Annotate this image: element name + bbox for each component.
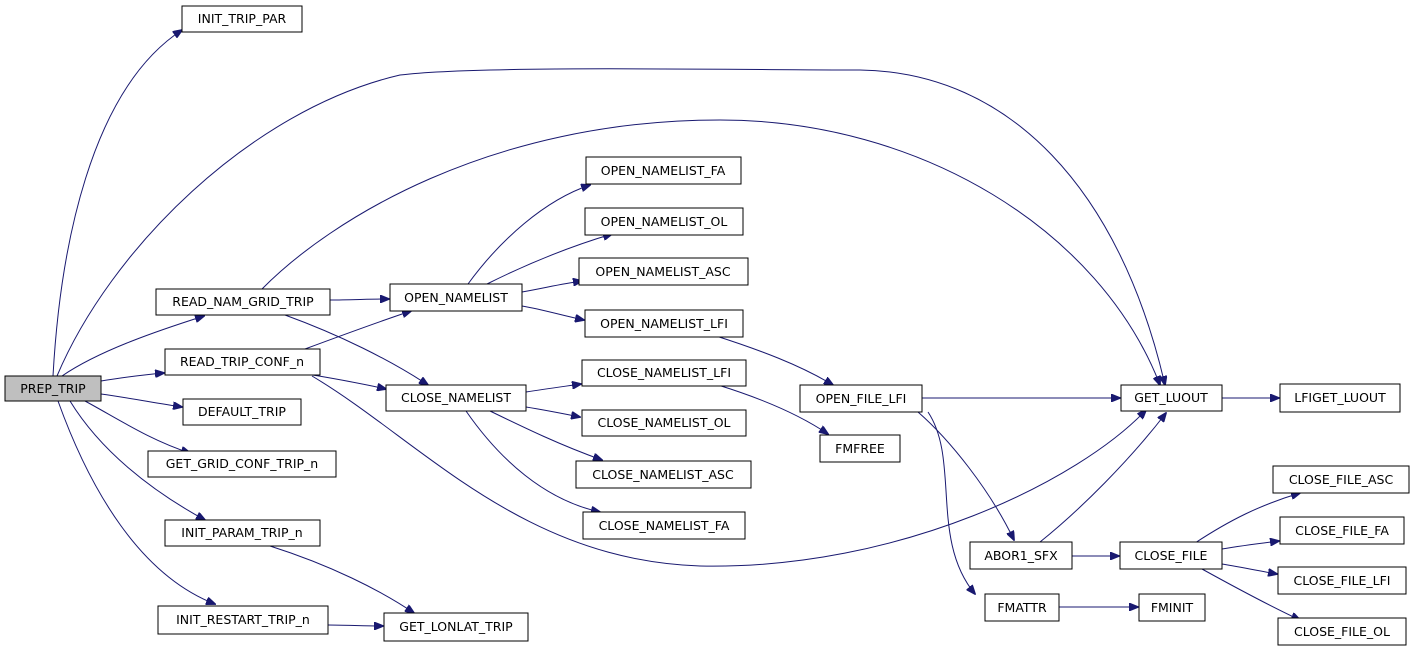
edge-read_trip_conf_n-to-close_namelist [306, 373, 386, 389]
node-label: FMFREE [835, 441, 885, 456]
node-label: OPEN_NAMELIST_FA [601, 163, 726, 178]
node-init_restart_trip_n[interactable]: INIT_RESTART_TRIP_n [157, 605, 329, 635]
node-open_file_lfi[interactable]: OPEN_FILE_LFI [799, 384, 923, 413]
node-label: CLOSE_NAMELIST_OL [597, 415, 730, 430]
edge-open_file_lfi-to-fmattr [927, 411, 975, 594]
node-default_trip[interactable]: DEFAULT_TRIP [182, 398, 302, 426]
node-label: PREP_TRIP [20, 381, 86, 396]
node-init_param_trip_n[interactable]: INIT_PARAM_TRIP_n [164, 519, 321, 547]
node-close_file_asc[interactable]: CLOSE_FILE_ASC [1272, 465, 1410, 494]
node-open_namelist_ol[interactable]: OPEN_NAMELIST_OL [584, 207, 744, 236]
node-label: CLOSE_NAMELIST_FA [599, 518, 730, 533]
node-label: CLOSE_NAMELIST_ASC [592, 467, 734, 482]
node-get_luout[interactable]: GET_LUOUT [1120, 384, 1223, 412]
edge-open_namelist-to-open_namelist_ol [486, 234, 612, 285]
edge-init_restart_trip_n-to-get_lonlat_trip [327, 625, 383, 626]
edge-prep_trip-to-default_trip [100, 393, 182, 407]
edge-read_nam_grid_trip-to-close_namelist [284, 314, 428, 385]
node-label: GET_GRID_CONF_TRIP_n [166, 456, 318, 471]
node-open_namelist_fa[interactable]: OPEN_NAMELIST_FA [585, 156, 742, 185]
node-fmfree[interactable]: FMFREE [819, 434, 901, 463]
node-prep_trip[interactable]: PREP_TRIP [4, 375, 102, 402]
edge-prep_trip-to-get_luout-top [56, 68, 1165, 385]
edge-abor1_sfx-to-get_luout [1039, 413, 1166, 543]
node-open_namelist_lfi[interactable]: OPEN_NAMELIST_LFI [584, 309, 744, 338]
node-label: FMINIT [1151, 600, 1194, 615]
edge-close_file-to-close_file_lfi [1221, 563, 1277, 574]
node-close_namelist_lfi[interactable]: CLOSE_NAMELIST_LFI [581, 359, 747, 387]
edge-read_trip_conf_n-to-open_namelist [304, 311, 411, 350]
node-label: FMATTR [997, 600, 1047, 615]
node-fmattr[interactable]: FMATTR [984, 593, 1060, 622]
node-init_trip_par[interactable]: INIT_TRIP_PAR [181, 5, 303, 33]
node-open_namelist_asc[interactable]: OPEN_NAMELIST_ASC [578, 257, 749, 286]
node-lfiget_luout[interactable]: LFIGET_LUOUT [1279, 383, 1401, 413]
edge-open_file_lfi-to-abor1_sfx [917, 411, 1014, 540]
edge-prep_trip-to-read_nam_grid_trip [61, 316, 204, 377]
edge-prep_trip-to-get_grid_conf_trip_n [84, 400, 190, 453]
edge-close_namelist_lfi-to-fmfree [717, 384, 828, 434]
edge-close_namelist-to-close_namelist_lfi [525, 384, 581, 393]
node-label: OPEN_FILE_LFI [816, 391, 907, 406]
edge-prep_trip-to-read_trip_conf_n [100, 373, 164, 382]
node-close_file_ol[interactable]: CLOSE_FILE_OL [1277, 617, 1407, 646]
node-read_trip_conf_n[interactable]: READ_TRIP_CONF_n [164, 348, 321, 376]
node-close_namelist_fa[interactable]: CLOSE_NAMELIST_FA [582, 511, 746, 540]
node-label: GET_LUOUT [1134, 390, 1208, 405]
node-close_file[interactable]: CLOSE_FILE [1119, 541, 1223, 570]
edge-open_namelist-to-open_namelist_asc [521, 281, 582, 293]
node-label: CLOSE_FILE [1135, 548, 1208, 563]
node-label: INIT_RESTART_TRIP_n [176, 612, 310, 627]
edge-close_file-to-close_file_asc [1194, 493, 1300, 544]
node-label: OPEN_NAMELIST_OL [601, 214, 728, 229]
node-label: READ_TRIP_CONF_n [180, 354, 304, 369]
node-get_lonlat_trip[interactable]: GET_LONLAT_TRIP [383, 612, 529, 642]
node-label: CLOSE_FILE_FA [1295, 523, 1389, 538]
node-label: OPEN_NAMELIST_ASC [595, 264, 730, 279]
node-abor1_sfx[interactable]: ABOR1_SFX [969, 541, 1073, 570]
edge-init_param_trip_n-to-get_lonlat_trip [269, 545, 414, 613]
edge-read_nam_grid_trip-to-get_luout [261, 119, 1160, 385]
node-fminit[interactable]: FMINIT [1138, 593, 1206, 622]
node-label: OPEN_NAMELIST_LFI [600, 316, 728, 331]
node-close_namelist[interactable]: CLOSE_NAMELIST [385, 384, 527, 412]
node-label: INIT_PARAM_TRIP_n [181, 525, 302, 540]
node-label: CLOSE_FILE_OL [1294, 624, 1390, 639]
node-close_namelist_asc[interactable]: CLOSE_NAMELIST_ASC [575, 460, 752, 489]
edge-read_nam_grid_trip-to-open_namelist [329, 299, 389, 300]
node-label: DEFAULT_TRIP [198, 404, 286, 419]
edge-close_namelist-to-close_namelist_ol [525, 406, 580, 417]
edge-open_namelist-to-open_namelist_lfi [521, 305, 584, 320]
edge-close_namelist-to-close_namelist_asc [489, 410, 602, 460]
node-label: OPEN_NAMELIST [404, 290, 508, 305]
edge-prep_trip-to-init_param_trip_n [69, 400, 205, 520]
node-open_namelist[interactable]: OPEN_NAMELIST [389, 283, 523, 312]
node-label: READ_NAM_GRID_TRIP [172, 294, 314, 309]
node-label: ABOR1_SFX [984, 548, 1058, 563]
node-close_file_fa[interactable]: CLOSE_FILE_FA [1279, 516, 1405, 545]
node-label: CLOSE_FILE_LFI [1294, 573, 1391, 588]
edge-prep_trip-to-init_restart_trip_n [57, 400, 215, 604]
edge-close_file-to-close_file_ol [1201, 568, 1300, 620]
node-close_namelist_ol[interactable]: CLOSE_NAMELIST_OL [581, 409, 747, 437]
node-label: CLOSE_NAMELIST [401, 390, 511, 405]
edge-read_trip_conf_n-to-get_luout [311, 375, 1146, 567]
edge-close_namelist-to-close_namelist_fa [465, 410, 600, 512]
node-read_nam_grid_trip[interactable]: READ_NAM_GRID_TRIP [155, 288, 331, 316]
node-label: LFIGET_LUOUT [1294, 390, 1386, 405]
edge-open_namelist-to-open_namelist_fa [467, 185, 590, 285]
node-label: CLOSE_NAMELIST_LFI [597, 365, 731, 380]
node-get_grid_conf_trip_n[interactable]: GET_GRID_CONF_TRIP_n [147, 450, 337, 478]
edge-open_namelist_lfi-to-open_file_lfi [712, 334, 833, 385]
node-label: GET_LONLAT_TRIP [399, 619, 513, 634]
edge-prep_trip-to-init_trip_par [52, 30, 182, 377]
edge-close_file-to-close_file_fa [1221, 541, 1279, 550]
node-label: CLOSE_FILE_ASC [1289, 472, 1394, 487]
node-close_file_lfi[interactable]: CLOSE_FILE_LFI [1277, 566, 1407, 595]
node-label: INIT_TRIP_PAR [198, 11, 287, 26]
